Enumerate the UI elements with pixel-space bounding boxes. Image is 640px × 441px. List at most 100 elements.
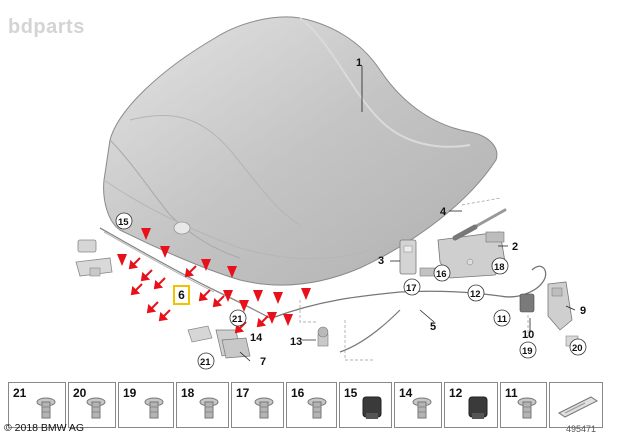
red-arrow [253, 290, 263, 302]
fastener-icon [468, 396, 488, 419]
strip-part-number: 11 [505, 386, 518, 400]
strip-part-21[interactable]: 21 [8, 382, 66, 428]
callout-13: 13 [290, 336, 302, 348]
fastener-icon [362, 396, 382, 419]
circled-11: 11 [493, 309, 511, 327]
svg-text:15: 15 [118, 217, 129, 228]
callout-4: 4 [440, 206, 447, 218]
diagram-id: 495471 [565, 424, 596, 434]
callout-1: 1 [356, 57, 362, 69]
svg-text:11: 11 [497, 314, 508, 325]
circled-21-lower: 21 [197, 352, 215, 370]
red-arrow [153, 277, 166, 290]
callout-2: 2 [512, 241, 518, 253]
circled-21-upper: 21 [229, 309, 247, 327]
strip-part-19[interactable]: 19 [118, 382, 174, 428]
release-lever [519, 281, 579, 347]
strip-part-number: 17 [236, 386, 250, 400]
red-arrows [117, 228, 311, 334]
strip-part-20[interactable]: 20 [68, 382, 116, 428]
strip-part-number: 15 [344, 386, 358, 400]
red-arrow [234, 321, 247, 334]
red-arrow [273, 292, 283, 304]
fastener-icon [86, 397, 106, 419]
svg-text:19: 19 [522, 346, 533, 357]
red-arrow [198, 289, 211, 302]
red-arrow [283, 314, 293, 326]
strip-part-16[interactable]: 16 [286, 382, 337, 428]
circled-20: 20 [569, 338, 587, 356]
red-arrow [223, 290, 233, 302]
red-arrow [130, 283, 143, 296]
red-arrow [158, 309, 171, 322]
circled-16: 16 [433, 264, 451, 282]
circled-15: 15 [115, 212, 133, 230]
svg-text:16: 16 [436, 269, 447, 280]
callout-9: 9 [580, 305, 586, 317]
strip-part-number: 16 [291, 386, 305, 400]
svg-text:21: 21 [200, 357, 211, 368]
red-arrow [141, 228, 151, 240]
watermark: bdparts [8, 16, 85, 38]
latch-left [75, 239, 113, 277]
fastener-icon [36, 397, 56, 419]
red-arrow [239, 300, 249, 312]
highlighted-part-label: 6 [178, 288, 185, 302]
red-arrow [128, 257, 141, 270]
circled-18: 18 [491, 257, 509, 275]
copyright-notice: © 2018 BMW AG [4, 422, 85, 434]
svg-text:18: 18 [494, 262, 505, 273]
strip-part-number: 14 [399, 386, 413, 400]
strip-part-18[interactable]: 18 [176, 382, 229, 428]
svg-text:21: 21 [232, 314, 243, 325]
callout-labels: 1 2 3 4 5 7 9 10 13 14 [250, 57, 586, 368]
strip-part-12[interactable]: 12 [444, 382, 498, 428]
strip-part-number: 18 [181, 386, 195, 400]
strip-part-number: 21 [13, 386, 27, 400]
fastener-icon [307, 397, 327, 419]
circled-17: 17 [403, 278, 421, 296]
svg-text:12: 12 [470, 289, 481, 300]
red-arrow [146, 301, 159, 314]
callout-7: 7 [260, 356, 266, 368]
red-arrow [201, 259, 211, 271]
strip-part-11[interactable]: 11 [500, 382, 547, 428]
leader-lines [239, 66, 576, 362]
strip-part-17[interactable]: 17 [231, 382, 284, 428]
pad-icon [558, 396, 598, 418]
circled-19: 19 [519, 341, 537, 359]
fastener-icon [254, 397, 274, 419]
red-arrow [160, 246, 170, 258]
fastener-icon [144, 397, 164, 419]
red-arrow [301, 288, 311, 300]
hood-lock-assembly [399, 231, 506, 279]
red-arrow [227, 266, 237, 278]
red-arrow [256, 315, 269, 328]
callout-5: 5 [430, 321, 436, 333]
strip-part-15[interactable]: 15 [339, 382, 392, 428]
fastener-icon [199, 397, 219, 419]
strip-part-number: 19 [123, 386, 137, 400]
gas-strut [452, 197, 507, 241]
circled-callouts: 15 16 18 17 12 11 19 20 21 21 [115, 212, 587, 370]
lower-bracket-parts [187, 325, 329, 359]
hood-seal [99, 227, 271, 319]
hood-panel [103, 16, 498, 286]
highlighted-part-6[interactable]: 6 [173, 285, 190, 305]
strip-part-extra[interactable] [549, 382, 603, 428]
strip-part-14[interactable]: 14 [394, 382, 442, 428]
callout-3: 3 [378, 255, 384, 267]
red-arrow [267, 312, 277, 324]
strip-part-number: 12 [449, 386, 463, 400]
circled-12: 12 [467, 284, 485, 302]
red-arrow [212, 295, 225, 308]
fastener-icon [412, 397, 432, 419]
svg-text:20: 20 [572, 343, 583, 354]
red-arrow [140, 269, 153, 282]
strip-part-number: 20 [73, 386, 87, 400]
red-arrow [184, 265, 197, 278]
fastener-icon [517, 397, 537, 419]
callout-10: 10 [522, 329, 534, 341]
